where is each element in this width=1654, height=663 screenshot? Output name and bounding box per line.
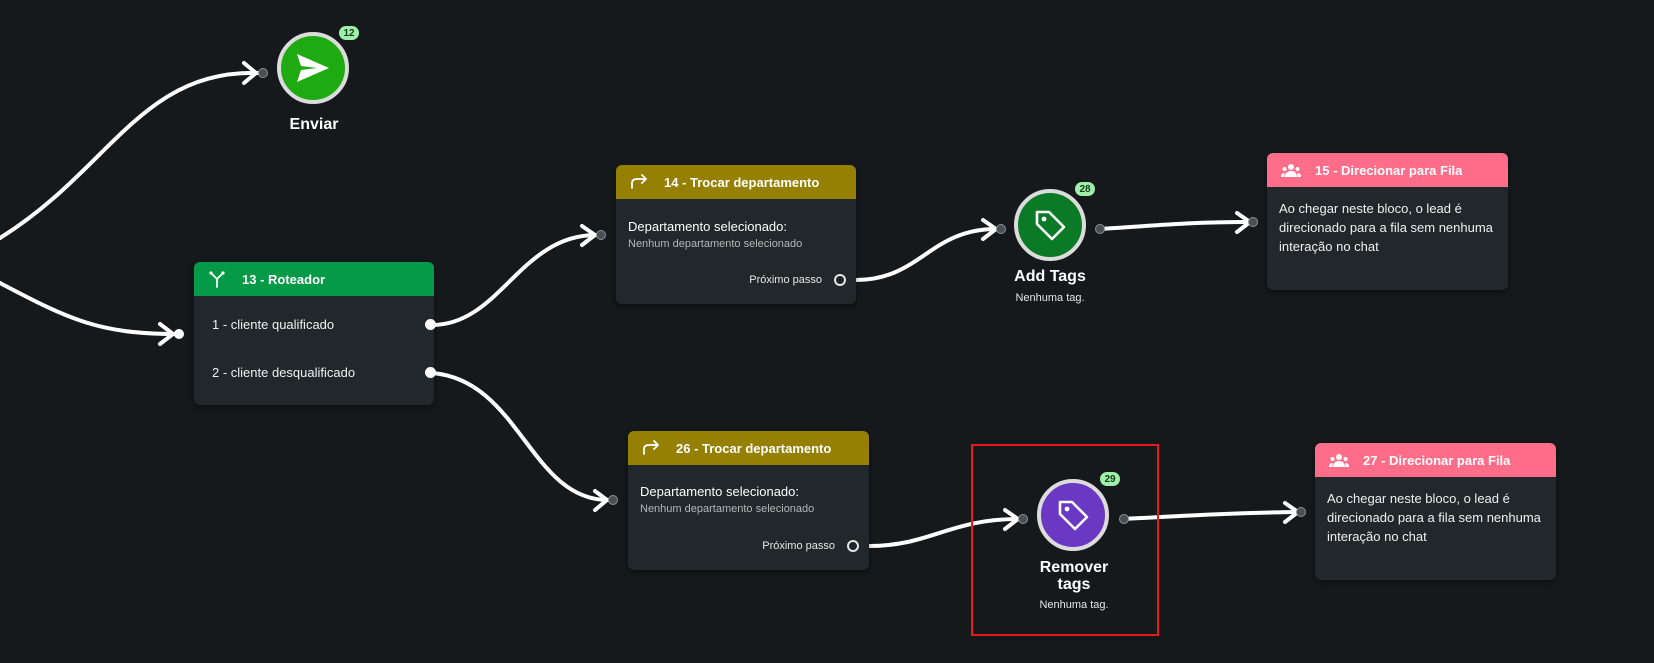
dept-node-14-title: 14 - Trocar departamento: [664, 174, 820, 190]
input-port-dept26[interactable]: [608, 495, 618, 505]
remove-tags-node[interactable]: [1037, 479, 1109, 551]
fila-node-15-description: Ao chegar neste bloco, o lead é direcion…: [1279, 201, 1493, 254]
dept-node-14-field-label: Departamento selecionado:: [628, 219, 787, 234]
fila-node-27-header[interactable]: 27 - Direcionar para Fila: [1315, 443, 1556, 477]
dept-node-14-header[interactable]: 14 - Trocar departamento: [616, 165, 856, 199]
fork-icon: [208, 270, 230, 288]
fila-node-15-title: 15 - Direcionar para Fila: [1315, 162, 1463, 178]
fila-node-27-description: Ao chegar neste bloco, o lead é direcion…: [1327, 491, 1541, 544]
output-port-removetags[interactable]: [1119, 514, 1129, 524]
redirect-arrow-icon: [642, 439, 664, 457]
users-icon: [1329, 451, 1351, 469]
input-port-removetags[interactable]: [1018, 514, 1028, 524]
fila-node-27-title: 27 - Direcionar para Fila: [1363, 452, 1511, 468]
tag-icon: [1035, 210, 1066, 241]
input-port-dept14[interactable]: [596, 230, 606, 240]
edge-dept14-to-addtags: [854, 227, 998, 282]
dept-node-26-next-port[interactable]: [847, 540, 859, 552]
dept-node-14[interactable]: 14 - Trocar departamento Departamento se…: [616, 165, 856, 304]
users-icon: [1281, 161, 1303, 179]
edge-to-router: [0, 281, 178, 336]
dept-node-14-field-value: Nenhum departamento selecionado: [628, 238, 803, 250]
router-node-header[interactable]: 13 - Roteador: [194, 262, 434, 296]
selection-outline: [971, 444, 1159, 636]
arrowhead-addtags: [981, 218, 998, 241]
edge-to-enviar: [0, 70, 260, 240]
arrowhead-dept26: [593, 489, 609, 512]
route-2-output-port[interactable]: [425, 367, 436, 378]
dept-node-26-next-label: Próximo passo: [762, 540, 835, 552]
add-tags-node[interactable]: [1014, 189, 1086, 261]
remove-tags-badge: 29: [1100, 472, 1120, 486]
add-tags-title: Add Tags: [1014, 268, 1086, 285]
arrowhead-router: [158, 322, 175, 346]
add-tags-subtitle: Nenhuma tag.: [1015, 292, 1085, 304]
arrowhead-enviar: [242, 61, 258, 85]
route-item-2: 2 - cliente desqualificado: [212, 365, 356, 380]
remove-tags-subtitle: Nenhuma tag.: [1039, 599, 1109, 611]
router-node-title: 13 - Roteador: [242, 271, 326, 287]
route-item-1: 1 - cliente qualificado: [212, 317, 335, 332]
tag-icon: [1058, 500, 1089, 531]
fila-node-15[interactable]: 15 - Direcionar para Fila Ao chegar nest…: [1267, 153, 1508, 290]
remove-tags-title-line2: tags: [1057, 576, 1091, 593]
output-port-addtags[interactable]: [1095, 224, 1105, 234]
dept-node-26-title: 26 - Trocar departamento: [676, 440, 832, 456]
edge-router-to-dept14: [430, 233, 598, 327]
dept-node-14-next-port[interactable]: [834, 274, 846, 286]
fila-node-27[interactable]: 27 - Direcionar para Fila Ao chegar nest…: [1315, 443, 1556, 580]
redirect-arrow-icon: [630, 173, 652, 191]
input-port-addtags[interactable]: [996, 224, 1006, 234]
arrowhead-dept14: [580, 224, 597, 247]
send-node[interactable]: [277, 32, 349, 104]
remove-tags-title-line1: Remover: [1039, 559, 1109, 576]
dept-node-14-next-label: Próximo passo: [749, 274, 822, 286]
send-node-label: Enviar: [289, 116, 339, 133]
input-port-enviar[interactable]: [258, 68, 268, 78]
dept-node-26-field-label: Departamento selecionado:: [640, 484, 799, 499]
send-icon: [297, 54, 329, 82]
add-tags-badge: 28: [1075, 182, 1095, 196]
router-node[interactable]: 13 - Roteador 1 - cliente qualificado 2 …: [194, 262, 436, 405]
edge-router-to-dept26: [430, 371, 610, 502]
input-port-fila27[interactable]: [1296, 507, 1306, 517]
send-node-badge: 12: [339, 26, 359, 40]
dept-node-26-field-value: Nenhum departamento selecionado: [640, 503, 815, 515]
dept-node-26-header[interactable]: 26 - Trocar departamento: [628, 431, 869, 465]
fila-node-15-header[interactable]: 15 - Direcionar para Fila: [1267, 153, 1508, 187]
route-1-output-port[interactable]: [425, 319, 436, 330]
input-port-router[interactable]: [174, 329, 184, 339]
edge-addtags-to-fila15: [1098, 220, 1248, 231]
dept-node-26[interactable]: 26 - Trocar departamento Departamento se…: [628, 431, 869, 570]
input-port-fila15[interactable]: [1248, 217, 1258, 227]
